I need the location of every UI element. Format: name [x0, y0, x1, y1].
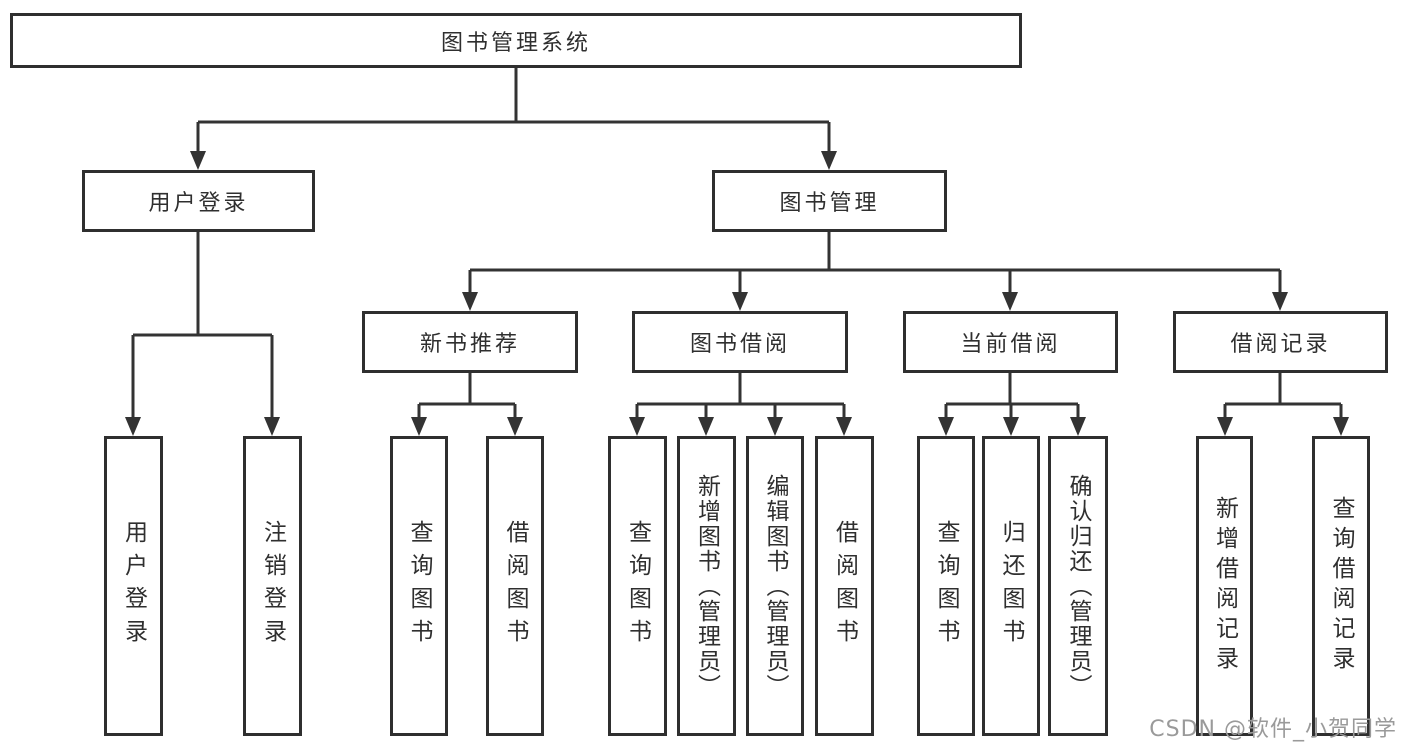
leaf-query-borrow-record: 查询借阅记录	[1312, 436, 1370, 736]
arrowhead-icon	[629, 417, 645, 436]
arrowhead-icon	[1217, 417, 1233, 436]
arrowhead-icon	[507, 417, 523, 436]
arrowhead-icon	[1002, 292, 1018, 311]
leaf-add-book-admin: 新增图书（管理员）	[677, 436, 736, 736]
csdn-watermark: CSDN @软件_小贺同学	[1149, 717, 1397, 742]
leaf-edit-book-admin: 编辑图书（管理员）	[746, 436, 804, 736]
arrowhead-icon	[938, 417, 954, 436]
arrowhead-icon	[1003, 417, 1019, 436]
leaf-user-login: 用户登录	[104, 436, 163, 736]
edge-current-to-leaves	[938, 373, 1086, 436]
edge-newrec-to-leaves	[411, 373, 523, 436]
node-borrowing-records: 借阅记录	[1173, 311, 1388, 373]
arrowhead-icon	[767, 417, 783, 436]
node-new-book-recommendation: 新书推荐	[362, 311, 578, 373]
leaf-return-books: 归还图书	[982, 436, 1040, 736]
node-root-system: 图书管理系统	[10, 13, 1022, 68]
arrowhead-icon	[264, 417, 280, 436]
arrowhead-icon	[411, 417, 427, 436]
leaf-query-books-rec: 查询图书	[390, 436, 448, 736]
node-user-login: 用户登录	[82, 170, 315, 232]
leaf-borrow-books: 借阅图书	[815, 436, 874, 736]
arrowhead-icon	[821, 151, 837, 170]
arrowhead-icon	[462, 292, 478, 311]
edge-root-to-level2	[190, 68, 837, 170]
edge-bookmgmt-to-level3	[462, 232, 1288, 311]
node-current-borrowing: 当前借阅	[903, 311, 1118, 373]
edge-userlogin-to-leaves	[125, 232, 280, 436]
arrowhead-icon	[836, 417, 852, 436]
arrowhead-icon	[698, 417, 714, 436]
node-book-borrowing: 图书借阅	[632, 311, 848, 373]
leaf-query-books-borrow: 查询图书	[608, 436, 667, 736]
edge-borrow-to-leaves	[629, 373, 852, 436]
arrowhead-icon	[732, 292, 748, 311]
arrowhead-icon	[1333, 417, 1349, 436]
edge-records-to-leaves	[1217, 373, 1349, 436]
node-book-management: 图书管理	[712, 170, 947, 232]
leaf-confirm-return-admin: 确认归还（管理员）	[1048, 436, 1108, 736]
arrowhead-icon	[190, 151, 206, 170]
arrowhead-icon	[125, 417, 141, 436]
leaf-add-borrow-record: 新增借阅记录	[1196, 436, 1253, 736]
leaf-query-books-current: 查询图书	[917, 436, 975, 736]
leaf-borrow-books-rec: 借阅图书	[486, 436, 544, 736]
arrowhead-icon	[1272, 292, 1288, 311]
leaf-logout: 注销登录	[243, 436, 302, 736]
arrowhead-icon	[1070, 417, 1086, 436]
